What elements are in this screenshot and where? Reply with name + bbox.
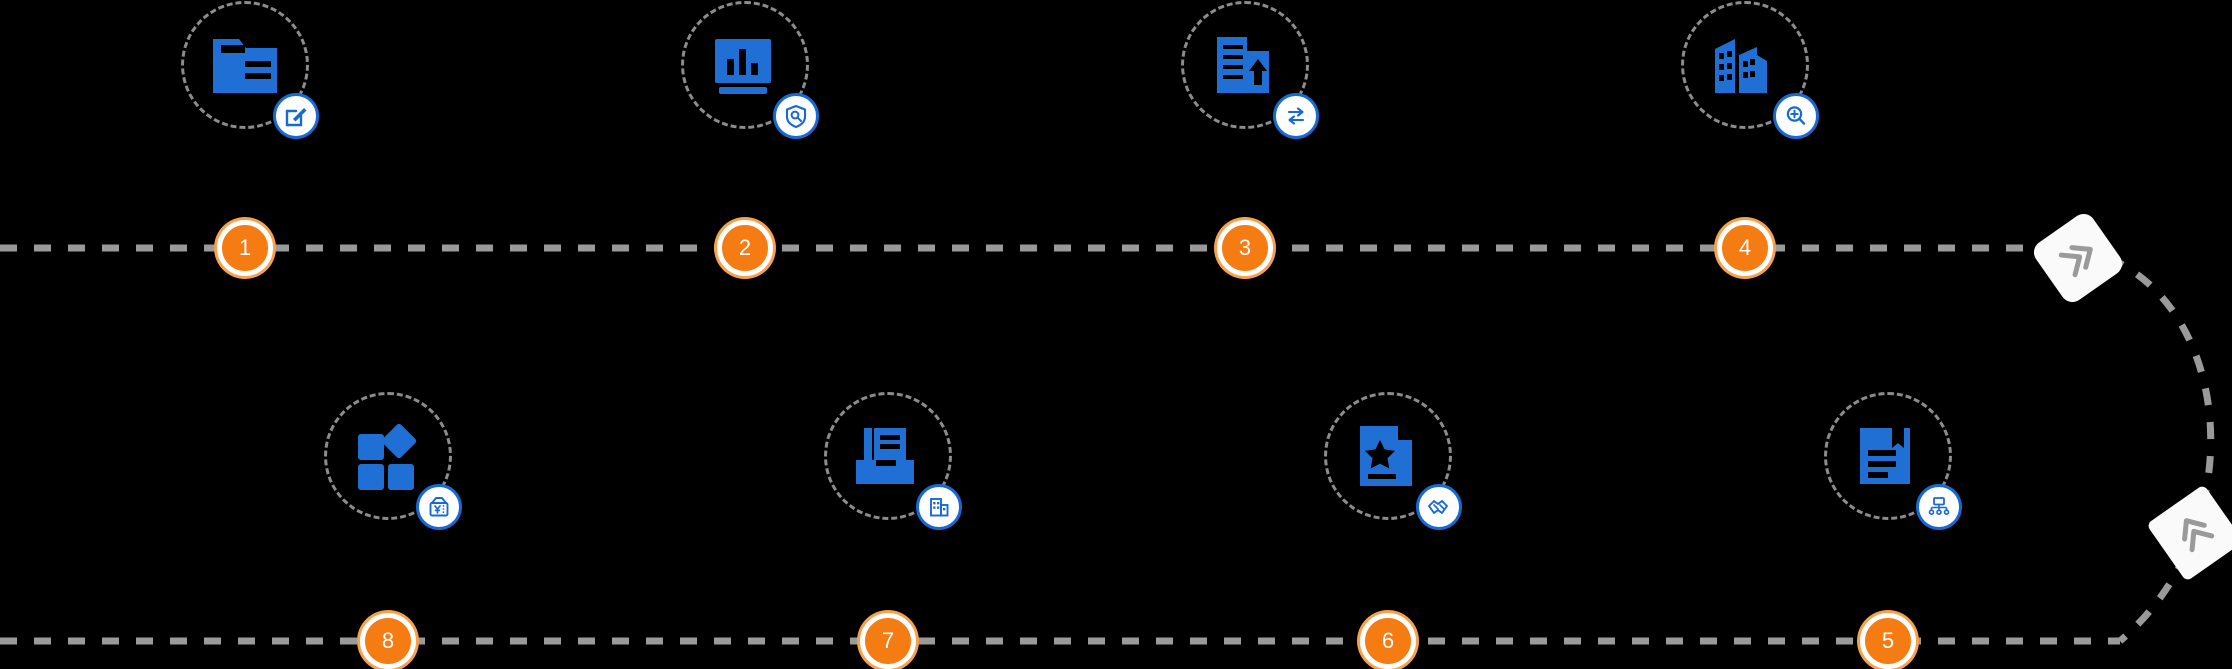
chevron-forward-marker — [2029, 209, 2127, 307]
dashed-circle — [1681, 1, 1809, 129]
step-icon-4[interactable] — [1655, 0, 1835, 155]
step-icon-2[interactable] — [655, 0, 835, 155]
step-icon-1[interactable] — [155, 0, 335, 155]
grid-squares-diamond-icon — [348, 416, 428, 496]
edit-pencil-square-icon — [273, 93, 319, 139]
step-icon-6[interactable] — [1298, 366, 1478, 546]
handshake-icon — [1416, 484, 1462, 530]
magnifier-plus-icon — [1773, 93, 1819, 139]
step-number-label: 7 — [860, 613, 916, 669]
shield-search-icon — [773, 93, 819, 139]
step-icon-3[interactable] — [1155, 0, 1335, 155]
dashed-circle — [1824, 392, 1952, 520]
step-node-2[interactable]: 2 — [717, 220, 773, 276]
dashed-circle — [681, 1, 809, 129]
building-icon — [916, 484, 962, 530]
step-icon-5[interactable] — [1798, 366, 1978, 546]
step-node-5[interactable]: 5 — [1860, 613, 1916, 669]
money-bag-icon — [416, 484, 462, 530]
dashed-circle — [324, 392, 452, 520]
step-node-4[interactable]: 4 — [1717, 220, 1773, 276]
dashed-circle — [181, 1, 309, 129]
step-number-label: 4 — [1717, 220, 1773, 276]
document-bookmark-icon — [1848, 416, 1928, 496]
group-meeting-icon — [1916, 484, 1962, 530]
step-node-7[interactable]: 7 — [860, 613, 916, 669]
step-number-label: 8 — [360, 613, 416, 669]
step-number-label: 1 — [217, 220, 273, 276]
dashed-circle — [824, 392, 952, 520]
chevron-turn-marker — [2146, 484, 2232, 582]
step-node-1[interactable]: 1 — [217, 220, 273, 276]
step-node-3[interactable]: 3 — [1217, 220, 1273, 276]
step-icon-8[interactable] — [298, 366, 478, 546]
step-node-6[interactable]: 6 — [1360, 613, 1416, 669]
city-buildings-icon — [1705, 25, 1785, 105]
step-node-8[interactable]: 8 — [360, 613, 416, 669]
step-number-label: 6 — [1360, 613, 1416, 669]
track-curve — [2074, 244, 2215, 644]
dashed-circle — [1324, 392, 1452, 520]
transfer-arrows-icon — [1273, 93, 1319, 139]
archive-tray-icon — [848, 416, 928, 496]
step-number-label: 3 — [1217, 220, 1273, 276]
step-icon-7[interactable] — [798, 366, 978, 546]
dashed-circle — [1181, 1, 1309, 129]
document-upload-icon — [1205, 25, 1285, 105]
bar-chart-monitor-icon — [705, 25, 785, 105]
folder-document-icon — [205, 25, 285, 105]
step-number-label: 5 — [1860, 613, 1916, 669]
certificate-star-icon — [1348, 416, 1428, 496]
step-number-label: 2 — [717, 220, 773, 276]
